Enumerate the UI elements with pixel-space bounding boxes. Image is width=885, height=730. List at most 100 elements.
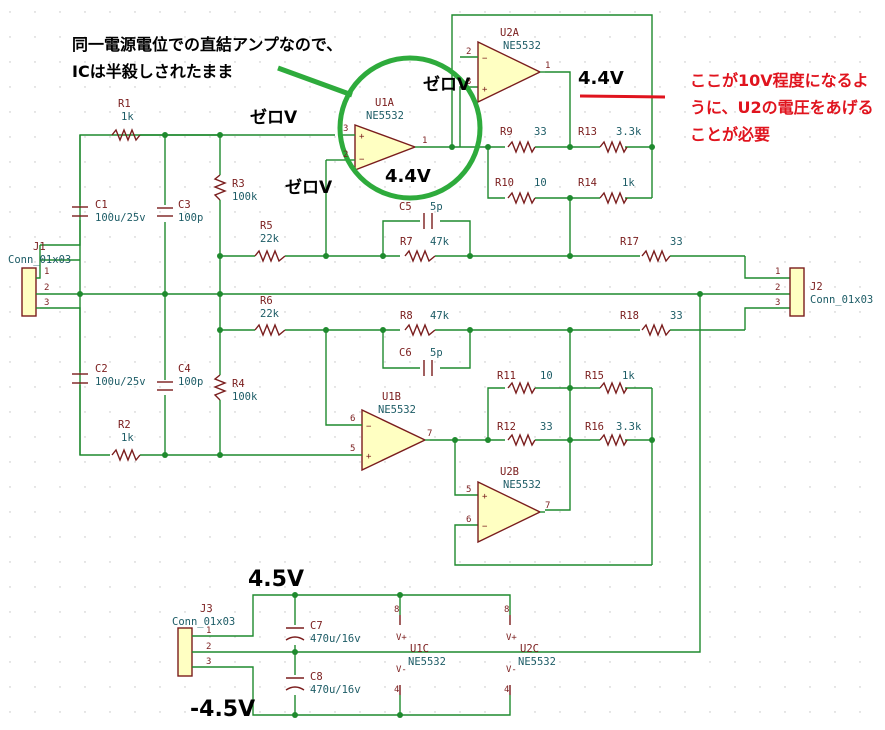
note-line1: 同一電源電位での直結アンプなので、 (72, 35, 342, 54)
grid (9, 11, 861, 713)
u1-output-voltage: 4.4V (385, 166, 431, 187)
r2-ref: R2 (118, 419, 131, 431)
pointer-line (277, 65, 353, 98)
c4-symbol (157, 381, 173, 391)
u1c-pin4: 4 (394, 685, 399, 695)
r8-val: 47k (430, 310, 450, 322)
c4-val: 100p (178, 376, 203, 388)
r13-symbol (599, 140, 628, 154)
u2a-ref: U2A (500, 27, 520, 39)
r12-ref: R12 (497, 421, 516, 433)
r13-val: 3.3k (616, 126, 642, 138)
r13-ref: R13 (578, 126, 597, 138)
u2b-val: NE5532 (503, 479, 541, 491)
red-note-line2: うに、U2の電圧をあげる (690, 98, 874, 117)
u2b-ref: U2B (500, 466, 519, 478)
wires (40, 14, 790, 716)
c8-val: 470u/16v (310, 684, 361, 696)
r6-ref: R6 (260, 295, 273, 307)
r6-val: 22k (260, 308, 280, 320)
r12-symbol (507, 433, 536, 447)
c4-ref: C4 (178, 363, 191, 375)
u1a-pin3: 3 (343, 124, 348, 134)
red-underline (579, 94, 666, 99)
u2b-pin6: 6 (466, 515, 471, 525)
labels: R1 1k R2 1k R3 100k R4 100k R5 22k R6 22… (8, 27, 873, 696)
supply-positive-label: 4.5V (248, 567, 304, 592)
r8-symbol (404, 323, 436, 337)
r10-ref: R10 (495, 177, 514, 189)
r17-symbol (641, 249, 671, 263)
j1-pin1: 1 (44, 267, 49, 277)
u1b-val: NE5532 (378, 404, 416, 416)
r14-val: 1k (622, 177, 635, 189)
r18-ref: R18 (620, 310, 639, 322)
u2c-vplus: V+ (506, 633, 517, 643)
j3-pin2: 2 (206, 642, 211, 652)
u1b-minus: − (366, 422, 372, 432)
zero-u2-label: ゼロV (423, 74, 471, 95)
r11-ref: R11 (497, 370, 516, 382)
u2c-vminus: V- (506, 665, 517, 675)
c6-symbol (423, 360, 433, 376)
u2b-minus: − (482, 522, 488, 532)
connectors (21, 245, 805, 677)
resistors (111, 128, 671, 462)
j2-body (789, 267, 805, 317)
r3-val: 100k (232, 191, 258, 203)
u1c-vplus: V+ (396, 633, 407, 643)
r1-symbol (111, 128, 141, 142)
r10-symbol (507, 191, 536, 205)
u2a-pin3: 3 (466, 77, 471, 87)
r1-ref: R1 (118, 98, 131, 110)
r7-val: 47k (430, 236, 450, 248)
c8-ref: C8 (310, 671, 323, 683)
c7-symbol (285, 627, 305, 641)
j2-pin1: 1 (775, 267, 780, 277)
r4-val: 100k (232, 391, 258, 403)
r2-val: 1k (121, 432, 134, 444)
j3-pin1: 1 (206, 626, 211, 636)
u1c-vminus: V- (396, 665, 407, 675)
r9-val: 33 (534, 126, 547, 138)
j2-ref: J2 (810, 281, 823, 293)
j3-val: Conn_01x03 (172, 616, 235, 628)
r16-val: 3.3k (616, 421, 642, 433)
u2b-pin5: 5 (466, 485, 471, 495)
j2-val: Conn_01x03 (810, 294, 873, 306)
c2-ref: C2 (95, 363, 108, 375)
j3-pin3: 3 (206, 657, 211, 667)
r4-symbol (213, 374, 227, 401)
u1b-symbol (361, 408, 427, 472)
u1a-val: NE5532 (366, 110, 404, 122)
annotation-text: 同一電源電位での直結アンプなので、 ICは半殺しされたまま ゼロV ゼロV ゼロ… (72, 35, 874, 722)
c3-ref: C3 (178, 199, 191, 211)
u2-output-voltage: 4.4V (578, 68, 624, 89)
r11-val: 10 (540, 370, 553, 382)
c3-symbol (157, 207, 173, 217)
c6-val: 5p (430, 347, 443, 359)
u2b-pin7: 7 (545, 501, 550, 511)
c1-symbol (72, 206, 88, 217)
r5-ref: R5 (260, 220, 273, 232)
r7-ref: R7 (400, 236, 413, 248)
u2a-pin2: 2 (466, 47, 471, 57)
j1-ref: J1 (33, 241, 46, 253)
r16-symbol (599, 433, 628, 447)
r12-val: 33 (540, 421, 553, 433)
r17-val: 33 (670, 236, 683, 248)
r1-val: 1k (121, 111, 134, 123)
j1-body (21, 267, 37, 317)
c1-ref: C1 (95, 199, 108, 211)
r14-symbol (599, 191, 628, 205)
c6-ref: C6 (399, 347, 412, 359)
r3-symbol (213, 174, 227, 201)
j1-pin2: 2 (44, 283, 49, 293)
j2-pin3: 3 (775, 298, 780, 308)
u1a-minus: − (359, 155, 365, 165)
r5-val: 22k (260, 233, 280, 245)
u2b-symbol (477, 480, 542, 544)
zero-input-label: ゼロV (250, 107, 298, 128)
